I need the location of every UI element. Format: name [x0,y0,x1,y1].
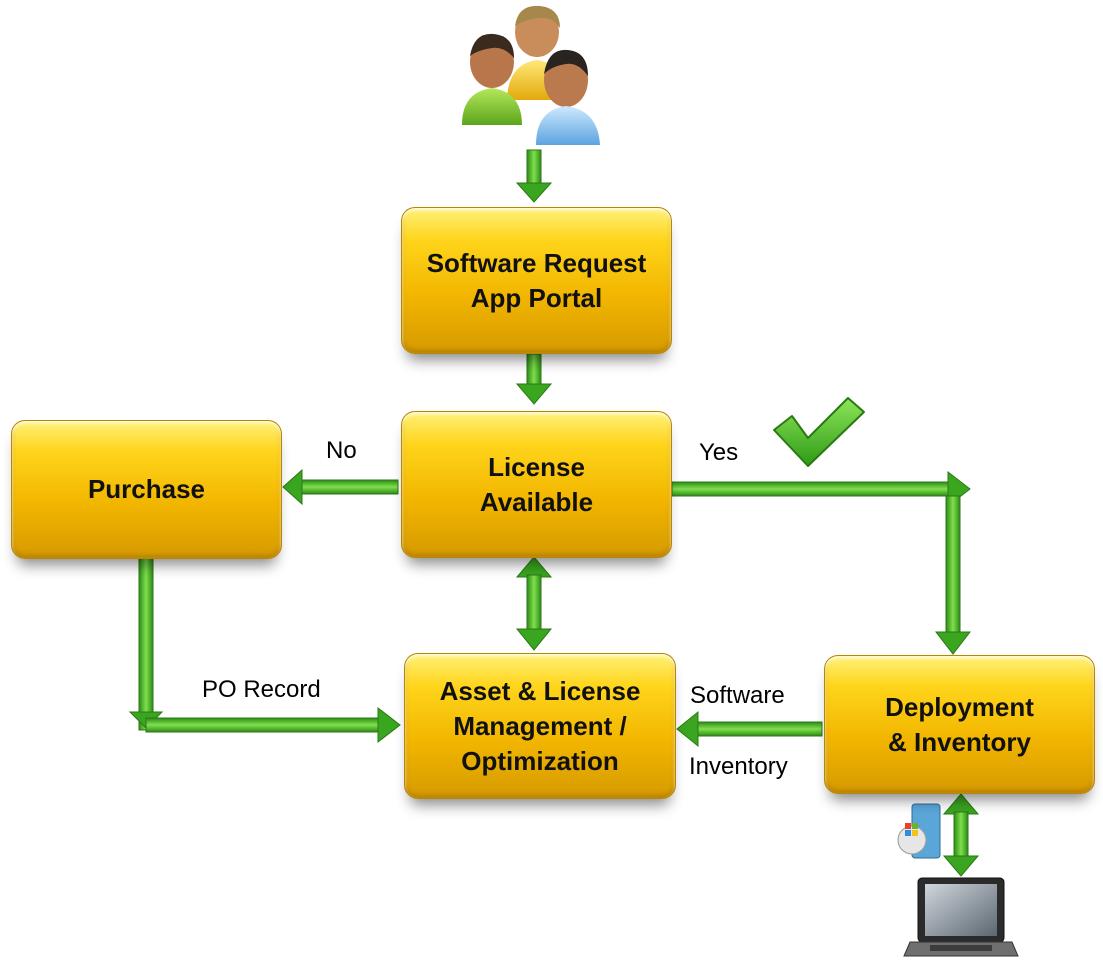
windows-7-box-icon [897,803,941,859]
license-available-box: License Available [401,411,672,558]
purchase-line1: Purchase [87,474,206,504]
arrow-license-to-deployment [671,470,972,655]
checkmark-icon [773,397,865,467]
edge-label-inventory: Inventory [689,753,788,780]
arrow-purchase-to-asset [128,557,401,744]
software-request-box: Software Request App Portal [401,207,672,354]
asset-management-line2: Management / [453,710,627,741]
software-request-line1: Software Request [426,247,647,278]
arrow-license-to-purchase [282,468,399,506]
arrow-deployment-to-asset [676,710,823,748]
edge-label-po-record: PO Record [202,676,321,703]
users-group-icon [462,5,600,145]
edge-label-software: Software [690,682,785,709]
arrow-deployment-laptop-bidirectional [942,793,980,877]
laptop-icon [903,877,1019,957]
edge-label-yes: Yes [699,439,739,466]
purchase-box: Purchase [11,420,282,559]
asset-management-line1: Asset & License [439,675,641,706]
arrow-users-to-request [515,149,553,203]
software-request-line2: App Portal [470,282,603,313]
arrow-license-asset-bidirectional [515,556,553,651]
license-available-line2: Available [479,486,594,517]
deployment-line2: & Inventory [887,726,1032,757]
asset-license-management-box: Asset & License Management / Optimizatio… [404,653,676,799]
deployment-line1: Deployment [885,691,1034,722]
arrow-request-to-license [515,353,553,405]
deployment-inventory-box: Deployment & Inventory [824,655,1095,794]
edge-label-no: No [326,437,357,464]
asset-management-line3: Optimization [461,745,619,776]
license-available-line1: License [488,451,585,482]
